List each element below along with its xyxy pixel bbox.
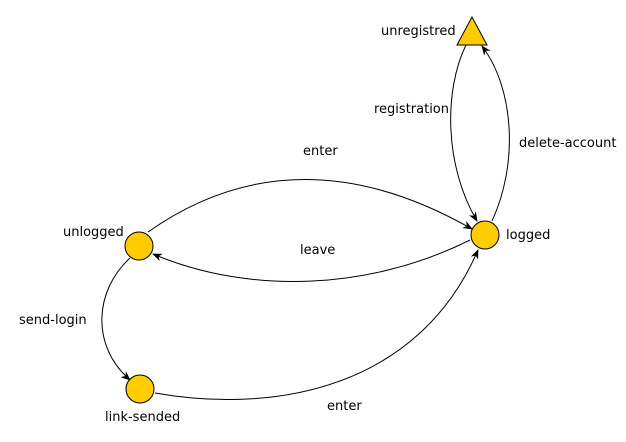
edge-registration-path: [450, 44, 478, 222]
node-link-sended: link-sended: [105, 374, 180, 425]
edge-enter-top-path: [147, 179, 473, 233]
circle-icon: [124, 231, 154, 261]
edge-enter-bottom-label: enter: [327, 399, 362, 414]
edge-leave: leave: [152, 239, 471, 282]
triangle-icon: [456, 15, 488, 46]
edge-enter-bottom-path: [154, 249, 479, 401]
node-unregistred: unregistred: [381, 15, 488, 46]
edge-leave-path: [152, 239, 471, 282]
node-unlogged-label: unlogged: [63, 225, 124, 240]
node-unregistred-label: unregistred: [381, 24, 456, 39]
edge-enter-top-label: enter: [303, 144, 338, 159]
node-link-sended-label: link-sended: [105, 410, 180, 425]
node-logged: logged: [470, 220, 550, 250]
circle-icon: [125, 374, 155, 404]
edge-send-login: send-login: [19, 257, 131, 381]
edge-registration-label: registration: [374, 102, 449, 117]
edge-send-login-path: [101, 257, 131, 381]
edge-delete-account: delete-account: [481, 45, 616, 222]
node-unlogged: unlogged: [63, 225, 154, 261]
node-logged-label: logged: [506, 228, 550, 243]
circle-icon: [470, 220, 500, 250]
edge-leave-label: leave: [300, 243, 335, 258]
edge-enter-bottom: enter: [154, 249, 479, 414]
edge-delete-account-path: [481, 45, 510, 222]
edge-delete-account-label: delete-account: [519, 136, 616, 151]
edge-send-login-label: send-login: [19, 313, 87, 328]
edge-enter-top: enter: [147, 144, 473, 233]
edge-registration: registration: [374, 44, 478, 222]
